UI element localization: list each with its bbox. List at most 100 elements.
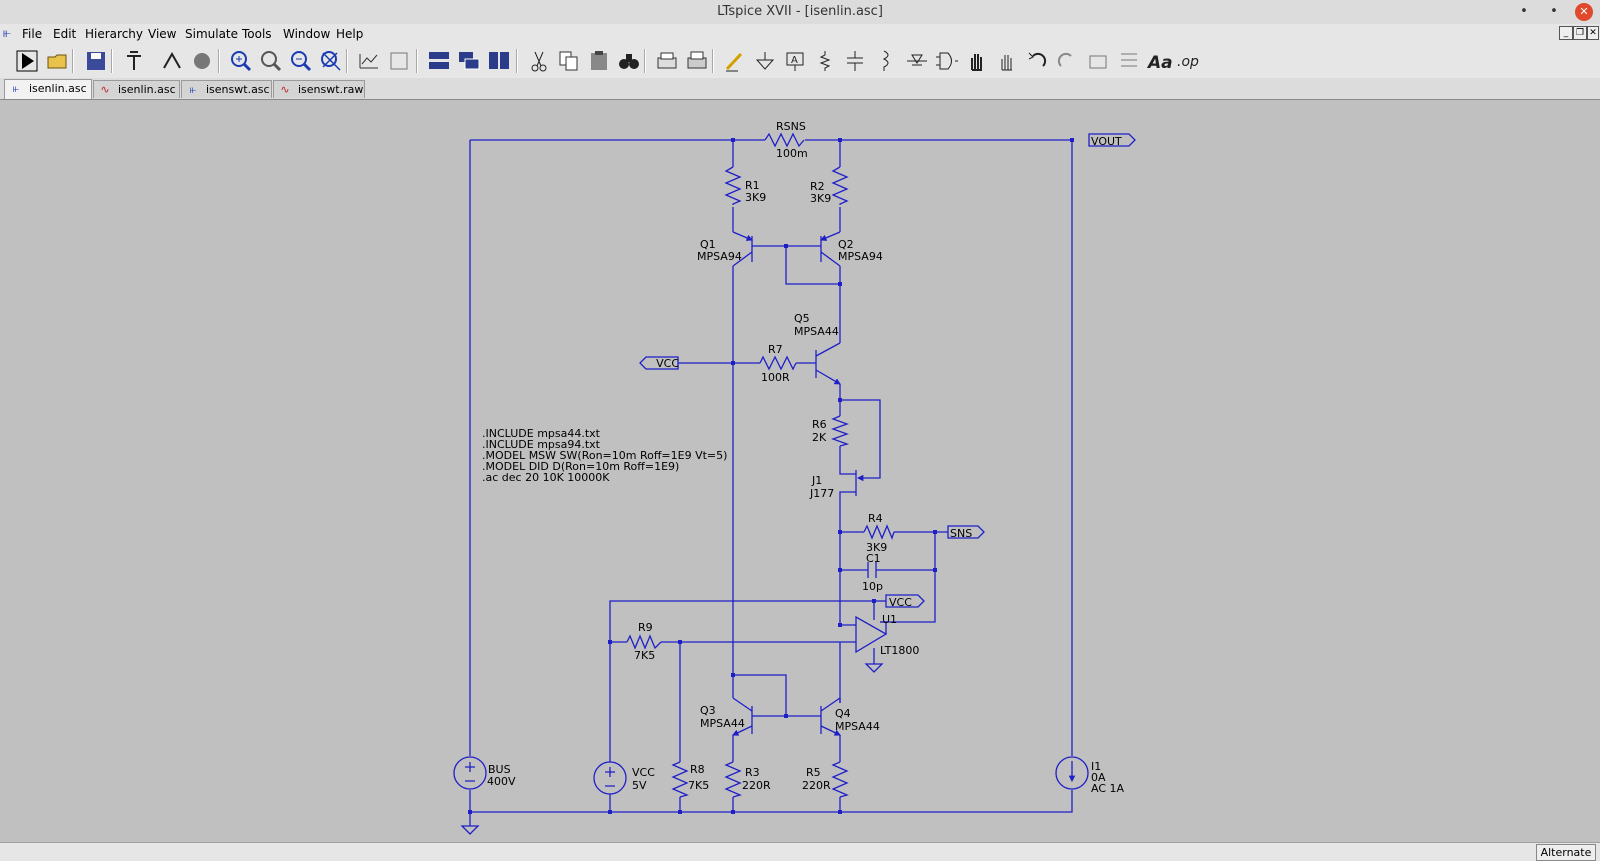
close-button[interactable]: ✕ (1575, 3, 1593, 21)
r1-resistor[interactable] (724, 166, 742, 205)
control-panel-icon[interactable] (121, 48, 147, 74)
save-icon[interactable] (83, 48, 109, 74)
directive-line-3[interactable]: .MODEL MSW SW(Ron=10m Roff=1E9 Vt=5) (482, 449, 727, 462)
tile-vertical-icon[interactable] (486, 48, 512, 74)
toolbar: A Aa.op (0, 44, 1600, 78)
q1-transistor[interactable] (732, 231, 786, 267)
q5-name: Q5 (794, 312, 810, 325)
minimize-button[interactable]: • (1520, 4, 1528, 19)
schematic-canvas[interactable]: RSNS 100m R1 3K9 R2 3K9 Q1 MPSA94 Q2 MPS… (0, 100, 1600, 842)
menu-help[interactable]: Help (336, 27, 364, 41)
delete-plot-icon[interactable] (386, 48, 412, 74)
q4-name: Q4 (835, 707, 851, 720)
print-icon[interactable] (654, 48, 680, 74)
menu-window[interactable]: Window (283, 27, 331, 41)
q3-transistor[interactable] (732, 675, 786, 736)
menu-edit[interactable]: Edit (53, 27, 77, 41)
tab-isenswt-schematic[interactable]: ⫦isenswt.asc (181, 80, 272, 98)
spice-directive-icon[interactable]: .op (1176, 48, 1202, 74)
inductor-icon[interactable] (872, 48, 898, 74)
r8-value: 7K5 (688, 779, 709, 792)
maximize-button[interactable]: • (1550, 4, 1558, 19)
r4-resistor[interactable] (863, 524, 895, 540)
copy-icon[interactable] (556, 48, 582, 74)
j1-jfet[interactable] (839, 468, 864, 498)
tab-isenswt-raw[interactable]: ∿isenswt.raw (273, 80, 365, 98)
ltspice-app-icon: ⫦ (3, 25, 11, 41)
zoom-out-icon[interactable] (288, 48, 314, 74)
toolbar-separator (516, 49, 518, 73)
text-icon[interactable]: Aa (1146, 48, 1173, 74)
vout-flag[interactable] (1088, 133, 1136, 147)
mdi-minimize-icon[interactable]: _ (1559, 26, 1573, 40)
redo-icon[interactable] (1054, 48, 1080, 74)
opamp-ground-symbol[interactable] (864, 663, 884, 673)
q4-transistor[interactable] (786, 697, 841, 736)
open-icon[interactable] (45, 48, 71, 74)
resistor-icon[interactable] (812, 48, 838, 74)
q2-name: Q2 (838, 238, 854, 251)
zoom-fit-icon[interactable] (318, 48, 344, 74)
wire-icon[interactable] (722, 48, 748, 74)
tile-horizontal-icon[interactable] (426, 48, 452, 74)
vcc-voltage-source[interactable] (593, 761, 627, 795)
menu-tools[interactable]: Tools (242, 27, 272, 41)
label-icon[interactable]: A (782, 48, 808, 74)
undo-icon[interactable] (1024, 48, 1050, 74)
c1-capacitor[interactable] (867, 562, 877, 578)
r6-resistor[interactable] (831, 415, 850, 447)
r5-resistor[interactable] (831, 761, 849, 798)
move-icon[interactable] (964, 48, 990, 74)
ground-symbol[interactable] (460, 812, 480, 835)
halt-icon[interactable] (159, 48, 185, 74)
run-icon[interactable] (14, 48, 40, 74)
u1-opamp[interactable] (855, 610, 888, 654)
q2-transistor[interactable] (786, 231, 841, 267)
r2-resistor[interactable] (831, 166, 849, 205)
directive-line-2[interactable]: .INCLUDE mpsa94.txt (482, 438, 601, 451)
print-setup-icon[interactable] (684, 48, 710, 74)
i1-current-source[interactable] (1055, 756, 1089, 790)
mdi-restore-icon[interactable]: ❐ (1573, 26, 1587, 40)
pan-icon[interactable] (258, 48, 284, 74)
component-icon[interactable] (934, 48, 960, 74)
find-icon[interactable] (616, 48, 642, 74)
menu-hierarchy[interactable]: Hierarchy (85, 27, 144, 41)
drag-icon[interactable] (994, 48, 1020, 74)
c1-value: 10p (862, 580, 883, 593)
rsns-resistor[interactable] (764, 132, 805, 148)
vcc-opamp-flag[interactable] (885, 594, 925, 608)
paste-icon[interactable] (586, 48, 612, 74)
r7-resistor[interactable] (759, 355, 797, 371)
capacitor-icon[interactable] (842, 48, 868, 74)
mirror-icon[interactable] (1116, 48, 1142, 74)
directive-line-4[interactable]: .MODEL DID D(Ron=10m Roff=1E9) (482, 460, 679, 473)
r2-name: R2 (810, 180, 825, 193)
menu-simulate[interactable]: Simulate (185, 27, 239, 41)
tab-isenlin-schematic[interactable]: ⫦isenlin.asc (4, 79, 92, 99)
directive-line-5[interactable]: .ac dec 20 10K 10000K (482, 471, 610, 484)
vcc-left-flag[interactable] (639, 356, 679, 370)
autoscale-icon[interactable] (356, 48, 382, 74)
toolbar-separator (644, 49, 646, 73)
zoom-in-icon[interactable] (228, 48, 254, 74)
ground-icon[interactable] (752, 48, 778, 74)
rsns-name: RSNS (776, 120, 806, 133)
cut-icon[interactable] (526, 48, 552, 74)
menu-file[interactable]: File (22, 27, 43, 41)
bus-voltage-source[interactable] (453, 756, 487, 790)
r9-resistor[interactable] (626, 634, 662, 650)
r5-value: 220R (802, 779, 831, 792)
rotate-icon[interactable] (1086, 48, 1112, 74)
mdi-close-icon[interactable]: ✕ (1587, 26, 1599, 40)
menu-view[interactable]: View (148, 27, 177, 41)
tab-isenlin-waveform[interactable]: ∿isenlin.asc (93, 80, 180, 98)
q5-transistor[interactable] (815, 322, 841, 392)
r3-resistor[interactable] (724, 761, 742, 798)
cascade-icon[interactable] (456, 48, 482, 74)
r8-resistor[interactable] (671, 761, 689, 798)
diode-icon[interactable] (904, 48, 930, 74)
sns-flag[interactable] (947, 525, 985, 539)
directive-line-1[interactable]: .INCLUDE mpsa44.txt (482, 427, 601, 440)
pause-icon[interactable] (189, 48, 215, 74)
